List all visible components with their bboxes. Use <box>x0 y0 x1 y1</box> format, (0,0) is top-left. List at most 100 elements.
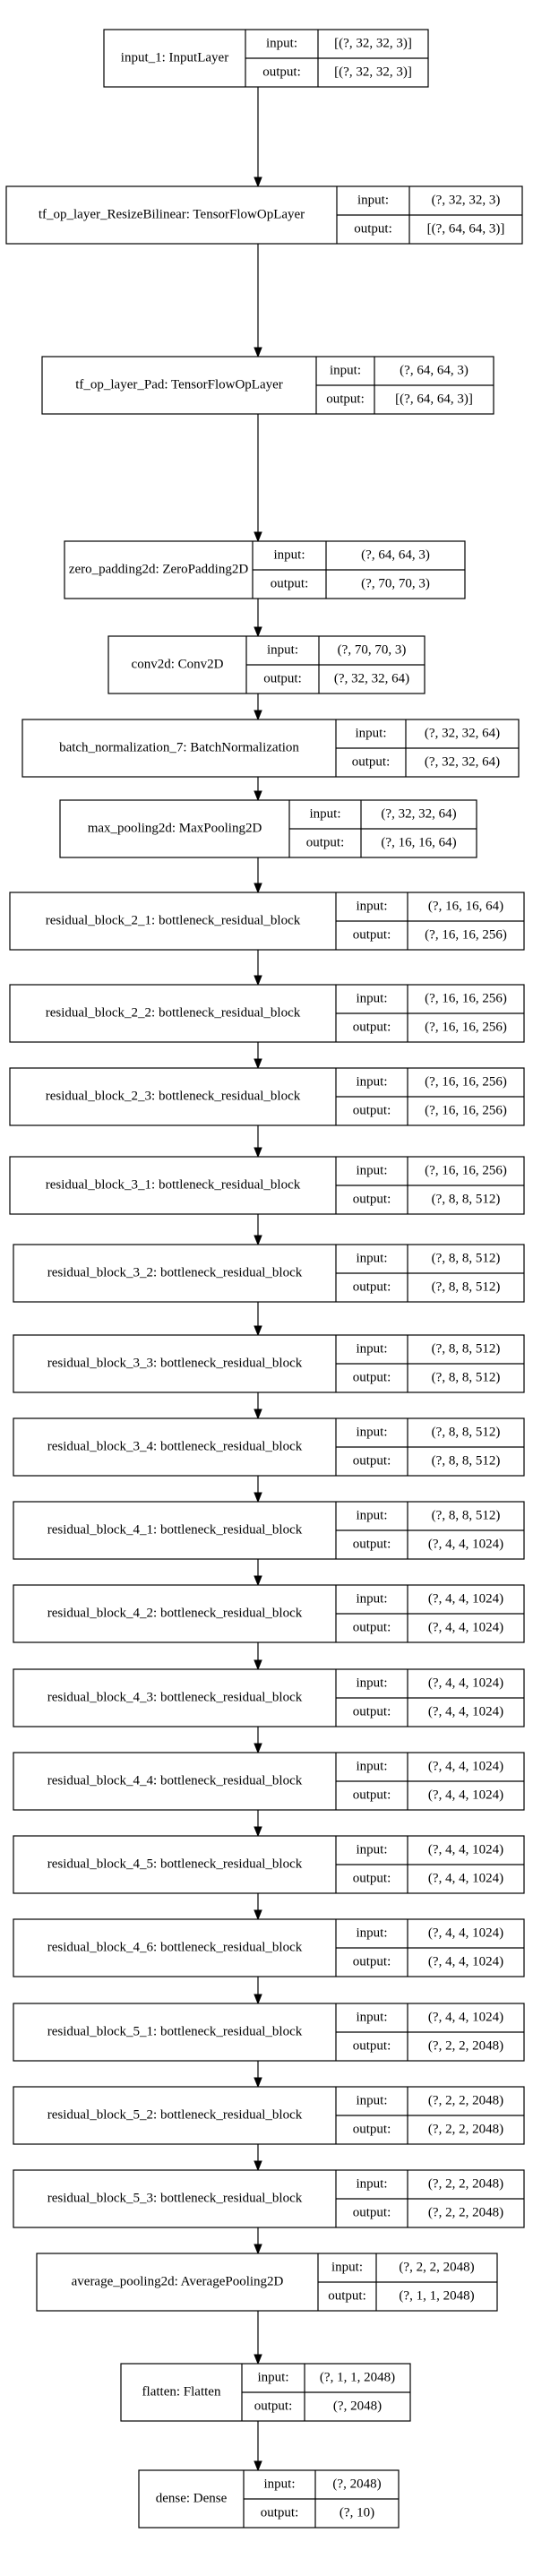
output-label: output: <box>254 2399 293 2413</box>
input-label: input: <box>356 2176 387 2191</box>
edge-arrow <box>254 1042 262 1070</box>
layer-node: residual_block_4_6: bottleneck_residual_… <box>13 1918 525 1977</box>
layer-node: residual_block_4_3: bottleneck_residual_… <box>13 1668 525 1727</box>
output-label: output: <box>353 1453 391 1468</box>
edge-arrow <box>254 1125 262 1159</box>
edge-arrow <box>254 1559 262 1587</box>
layer-node: residual_block_2_3: bottleneck_residual_… <box>9 1067 525 1126</box>
output-shape: (?, 8, 8, 512) <box>432 1279 501 1294</box>
output-shape: (?, 10) <box>340 2505 374 2520</box>
layer-node: residual_block_4_2: bottleneck_residual_… <box>13 1584 525 1643</box>
layer-name: max_pooling2d: MaxPooling2D <box>88 821 262 835</box>
input-label: input: <box>356 1341 387 1356</box>
layer-node: residual_block_3_1: bottleneck_residual_… <box>9 1156 525 1215</box>
layer-node: zero_padding2d: ZeroPadding2Dinput:outpu… <box>64 540 466 599</box>
input-shape: [(?, 32, 32, 3)] <box>334 36 412 50</box>
input-label: input: <box>356 1842 387 1857</box>
input-label: input: <box>356 1508 387 1522</box>
edge-arrow <box>254 1642 262 1671</box>
layer-name: residual_block_3_4: bottleneck_residual_… <box>47 1439 303 1453</box>
layer-name: residual_block_3_1: bottleneck_residual_… <box>46 1177 301 1192</box>
input-label: input: <box>356 1251 387 1265</box>
input-shape: (?, 2, 2, 2048) <box>428 2176 503 2191</box>
input-label: input: <box>267 642 298 657</box>
output-label: output: <box>353 1704 391 1719</box>
edge-arrow <box>254 1392 262 1420</box>
edge-arrow <box>254 2227 262 2255</box>
layer-node: tf_op_layer_Pad: TensorFlowOpLayer input:… <box>41 356 494 415</box>
layer-name: zero_padding2d: ZeroPadding2D <box>69 562 249 576</box>
output-shape: (?, 2, 2, 2048) <box>428 2205 503 2219</box>
input-shape: (?, 16, 16, 256) <box>425 991 507 1005</box>
input-shape: (?, 16, 16, 256) <box>425 1074 507 1089</box>
input-label: input: <box>263 2477 295 2491</box>
input-shape: (?, 1, 1, 2048) <box>320 2370 395 2384</box>
output-shape: [(?, 64, 64, 3)] <box>395 392 473 406</box>
input-label: input: <box>356 1759 387 1773</box>
input-shape: (?, 2, 2, 2048) <box>428 2093 503 2107</box>
output-label: output: <box>353 2122 391 2136</box>
edge-arrow <box>254 1214 262 1246</box>
layer-node: residual_block_2_1: bottleneck_residual_… <box>9 892 525 951</box>
output-shape: (?, 4, 4, 1024) <box>428 1537 503 1551</box>
output-shape: [(?, 32, 32, 3)] <box>334 65 412 79</box>
output-shape: (?, 4, 4, 1024) <box>428 1954 503 1969</box>
input-label: input: <box>356 899 387 913</box>
input-label: input: <box>356 1926 387 1940</box>
layer-node: tf_op_layer_ResizeBilinear: TensorFlowOp… <box>5 185 523 245</box>
output-label: output: <box>328 2288 366 2303</box>
output-label: output: <box>353 2038 391 2053</box>
input-label: input: <box>330 363 361 377</box>
output-shape: (?, 32, 32, 64) <box>425 754 500 769</box>
input-label: input: <box>356 2010 387 2024</box>
layer-node: batch_normalization_7: BatchNormalizatio… <box>21 719 520 778</box>
layer-node: residual_block_4_5: bottleneck_residual_… <box>13 1835 525 1894</box>
output-shape: (?, 4, 4, 1024) <box>428 1620 503 1634</box>
output-label: output: <box>353 1192 391 1206</box>
input-label: input: <box>355 726 386 740</box>
output-shape: (?, 32, 32, 64) <box>334 671 409 685</box>
output-label: output: <box>353 2205 391 2219</box>
output-shape: (?, 16, 16, 256) <box>425 927 507 942</box>
output-label: output: <box>353 1103 391 1117</box>
output-label: output: <box>353 1620 391 1634</box>
layer-node: residual_block_3_3: bottleneck_residual_… <box>13 1334 525 1393</box>
edge-arrow <box>254 950 262 986</box>
edge-arrow <box>254 694 262 721</box>
input-label: input: <box>356 1676 387 1690</box>
layer-node: residual_block_5_3: bottleneck_residual_… <box>13 2169 525 2228</box>
output-shape: (?, 4, 4, 1024) <box>428 1788 503 1802</box>
layer-name: residual_block_4_4: bottleneck_residual_… <box>47 1773 303 1788</box>
output-label: output: <box>353 1871 391 1885</box>
input-shape: (?, 32, 32, 64) <box>425 726 500 740</box>
input-shape: (?, 16, 16, 256) <box>425 1163 507 1177</box>
layer-name: tf_op_layer_Pad: TensorFlowOpLayer <box>75 377 283 392</box>
output-label: output: <box>326 392 365 406</box>
input-label: input: <box>356 2093 387 2107</box>
layer-node: residual_block_2_2: bottleneck_residual_… <box>9 984 525 1043</box>
edge-arrow <box>254 1727 262 1754</box>
input-shape: (?, 4, 4, 1024) <box>428 1676 503 1690</box>
output-label: output: <box>353 1370 391 1384</box>
output-shape: (?, 2048) <box>333 2399 382 2413</box>
output-label: output: <box>353 1020 391 1034</box>
layer-name: residual_block_4_5: bottleneck_residual_… <box>47 1857 303 1871</box>
output-label: output: <box>263 671 302 685</box>
input-shape: (?, 4, 4, 1024) <box>428 1926 503 1940</box>
output-shape: (?, 16, 16, 64) <box>381 835 456 849</box>
output-shape: [(?, 64, 64, 3)] <box>427 221 505 236</box>
edge-arrow <box>254 1810 262 1838</box>
layer-node: max_pooling2d: MaxPooling2Dinput:output:… <box>59 799 477 858</box>
output-shape: (?, 1, 1, 2048) <box>399 2288 474 2303</box>
layer-name: residual_block_4_6: bottleneck_residual_… <box>47 1940 303 1954</box>
input-shape: (?, 32, 32, 64) <box>381 806 456 821</box>
input-shape: (?, 32, 32, 3) <box>432 193 501 207</box>
output-label: output: <box>306 835 345 849</box>
edge-arrow <box>254 1476 262 1503</box>
output-label: output: <box>353 1537 391 1551</box>
output-shape: (?, 16, 16, 256) <box>425 1020 507 1034</box>
